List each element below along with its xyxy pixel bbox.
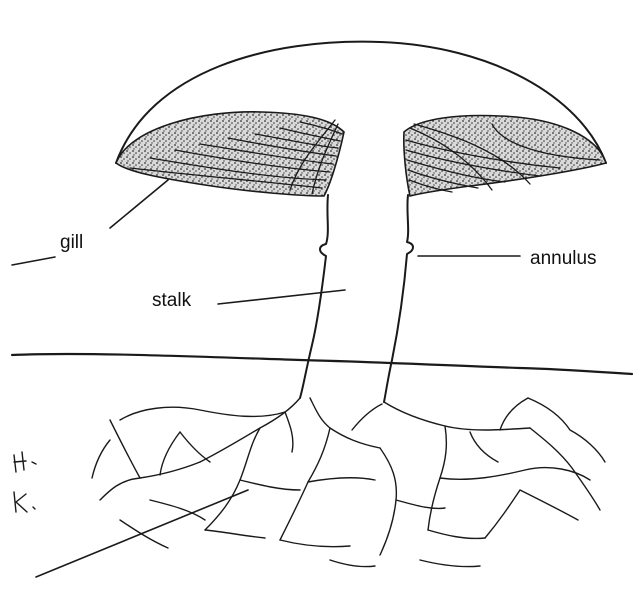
- stalk-label: stalk: [152, 291, 191, 310]
- gill-region-right: [404, 116, 606, 196]
- mycelium-network: [92, 398, 605, 567]
- mycelium-leader-line: [36, 490, 248, 577]
- stalk-right-edge: [384, 195, 413, 402]
- annulus-label: annulus: [530, 249, 597, 268]
- ground-line: [12, 354, 632, 374]
- artist-signature: [14, 452, 36, 512]
- gill-leader-line: [110, 180, 168, 228]
- gill-label: gill: [60, 233, 83, 252]
- gill-leader-line-left: [12, 257, 55, 265]
- stalk-leader-line: [218, 290, 345, 304]
- stalk-left-edge: [300, 195, 328, 398]
